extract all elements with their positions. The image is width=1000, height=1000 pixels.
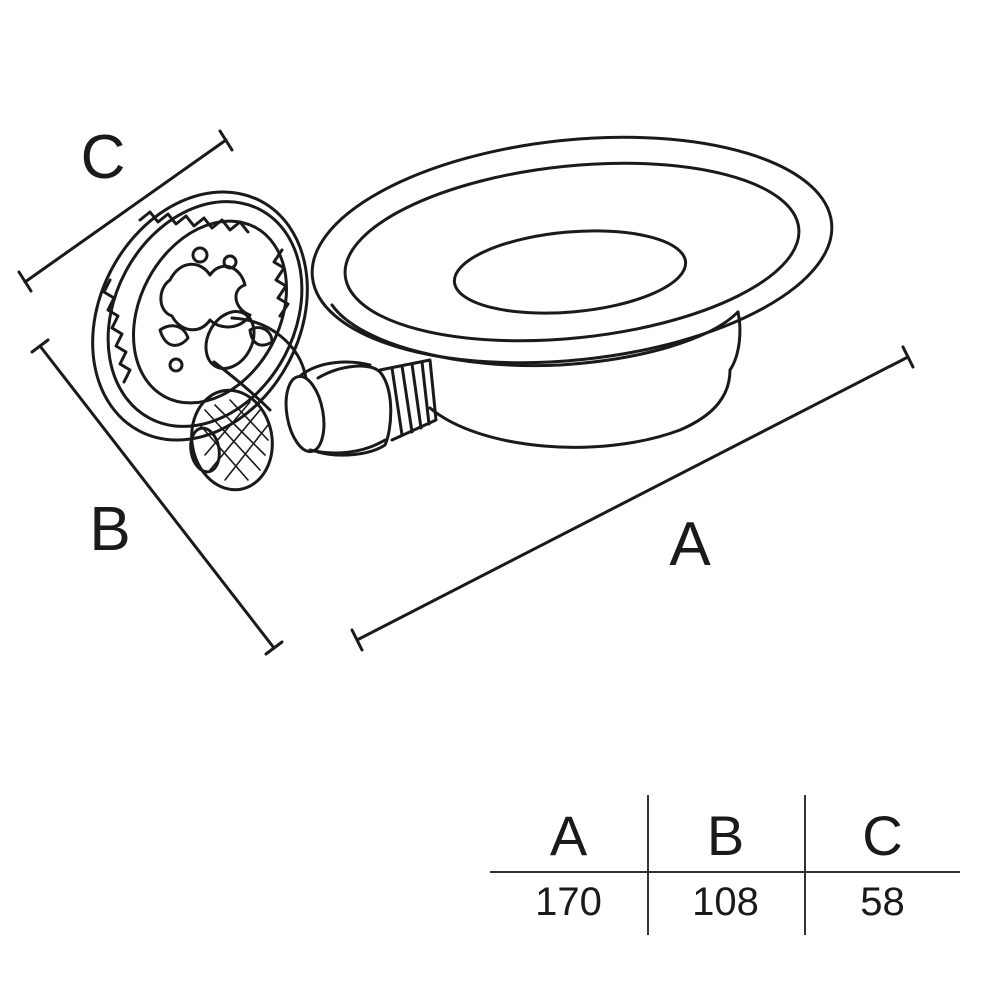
support-arm [204,310,438,457]
dimension-label-b: B [89,495,130,564]
table-value-a: 170 [535,880,602,924]
table-divider-horizontal [490,871,960,873]
table-value-b: 108 [692,880,759,924]
dimension-line-b [30,338,284,656]
table-header-a: A [549,804,588,867]
product-line-drawing: C B A [17,123,915,656]
table-header-b: B [706,804,745,867]
table-divider-vertical [804,795,806,935]
wall-rosette [91,190,309,442]
dimension-label-a: A [669,510,711,579]
dimension-column-c: C 58 [804,795,961,935]
table-value-c: 58 [860,880,905,924]
crystal-knob [189,388,274,492]
dimension-column-a: A 170 [490,795,647,935]
dimension-line-a [350,345,915,652]
dimension-label-c: C [81,123,126,192]
table-header-c: C [862,804,903,867]
dimension-line-c [17,129,234,293]
soap-dish [310,135,834,449]
table-divider-vertical [647,795,649,935]
dimension-column-b: B 108 [647,795,804,935]
dimension-table: A 170 B 108 C 58 [490,795,960,935]
